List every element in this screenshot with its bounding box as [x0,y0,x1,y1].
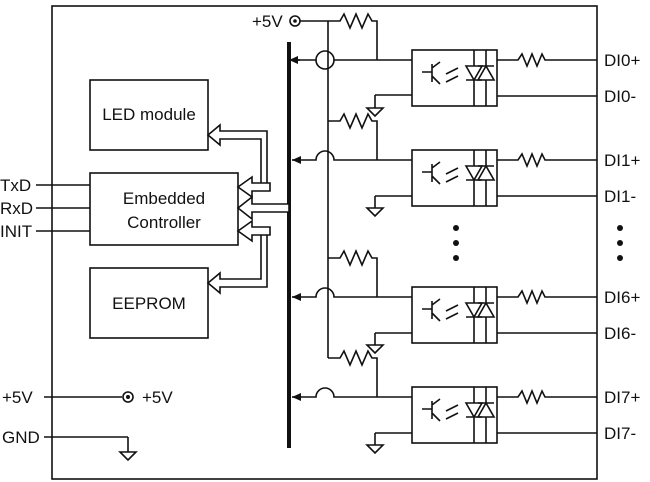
di7-plus-label: DI7+ [604,388,640,407]
led-module-block [89,79,209,151]
ground-symbol-2 [365,344,385,355]
controller-label-line1: Embedded [123,189,205,208]
phototransistor-1 [422,161,441,185]
right-5v-label: +5V [142,388,173,407]
phototransistor-0 [422,61,441,85]
eeprom-label: EEPROM [112,294,186,313]
di7-minus-label: DI7- [604,424,636,443]
controller-label-line2: Controller [127,213,201,232]
pullup-resistor-2 [328,248,378,297]
controller-bus-arrow [236,195,290,221]
ellipsis-middle [453,225,459,261]
ground-symbol-1 [365,207,385,218]
diode-leads-3 [473,387,487,443]
signal-line-2 [300,287,412,298]
ground-symbol-3 [365,444,385,455]
di1-minus-label: DI1- [604,187,636,206]
di1-plus-label: DI1+ [604,151,640,170]
input-resistor-0 [497,51,597,69]
signal-line-1 [300,150,412,161]
di6-plus-label: DI6+ [604,288,640,307]
light-arrows-2 [445,304,459,320]
input-resistor-3 [497,388,597,406]
light-arrows-0 [445,67,459,83]
light-arrows-3 [445,404,459,420]
module-outline [51,5,598,480]
left-5v-label: +5V [2,388,33,407]
top-5v-label: +5V [252,12,283,31]
pullup-resistor-1 [328,111,378,160]
phototransistor-2 [422,298,441,322]
di6-minus-label: DI6- [604,324,636,343]
controller-bus-arrow-3 [236,219,271,243]
embedded-controller-block [89,172,239,246]
eeprom-block [89,267,209,339]
pin-rxd-label: RxD [0,199,33,218]
led-module-label: LED module [102,105,196,124]
channel-group-0 [289,11,412,118]
diode-leads-0 [473,50,487,106]
controller-bus-arrow-2 [236,175,271,199]
pin-txd-label: TxD [0,176,31,195]
phototransistor-3 [422,398,441,422]
di0-minus-label: DI0- [604,87,636,106]
di0-plus-label: DI0+ [604,51,640,70]
pullup-resistor-3 [328,348,378,397]
input-resistor-1 [497,151,597,169]
signal-line-3 [300,387,412,398]
pin-init-label: INIT [0,222,32,241]
light-arrows-1 [445,167,459,183]
optocoupler-layer [292,49,597,455]
diode-leads-1 [473,150,487,206]
gnd-symbol [118,451,138,462]
diode-leads-2 [473,287,487,343]
input-resistor-2 [497,288,597,306]
left-5v-node [122,391,134,403]
ellipsis-right [617,225,623,261]
gnd-label: GND [2,428,40,447]
